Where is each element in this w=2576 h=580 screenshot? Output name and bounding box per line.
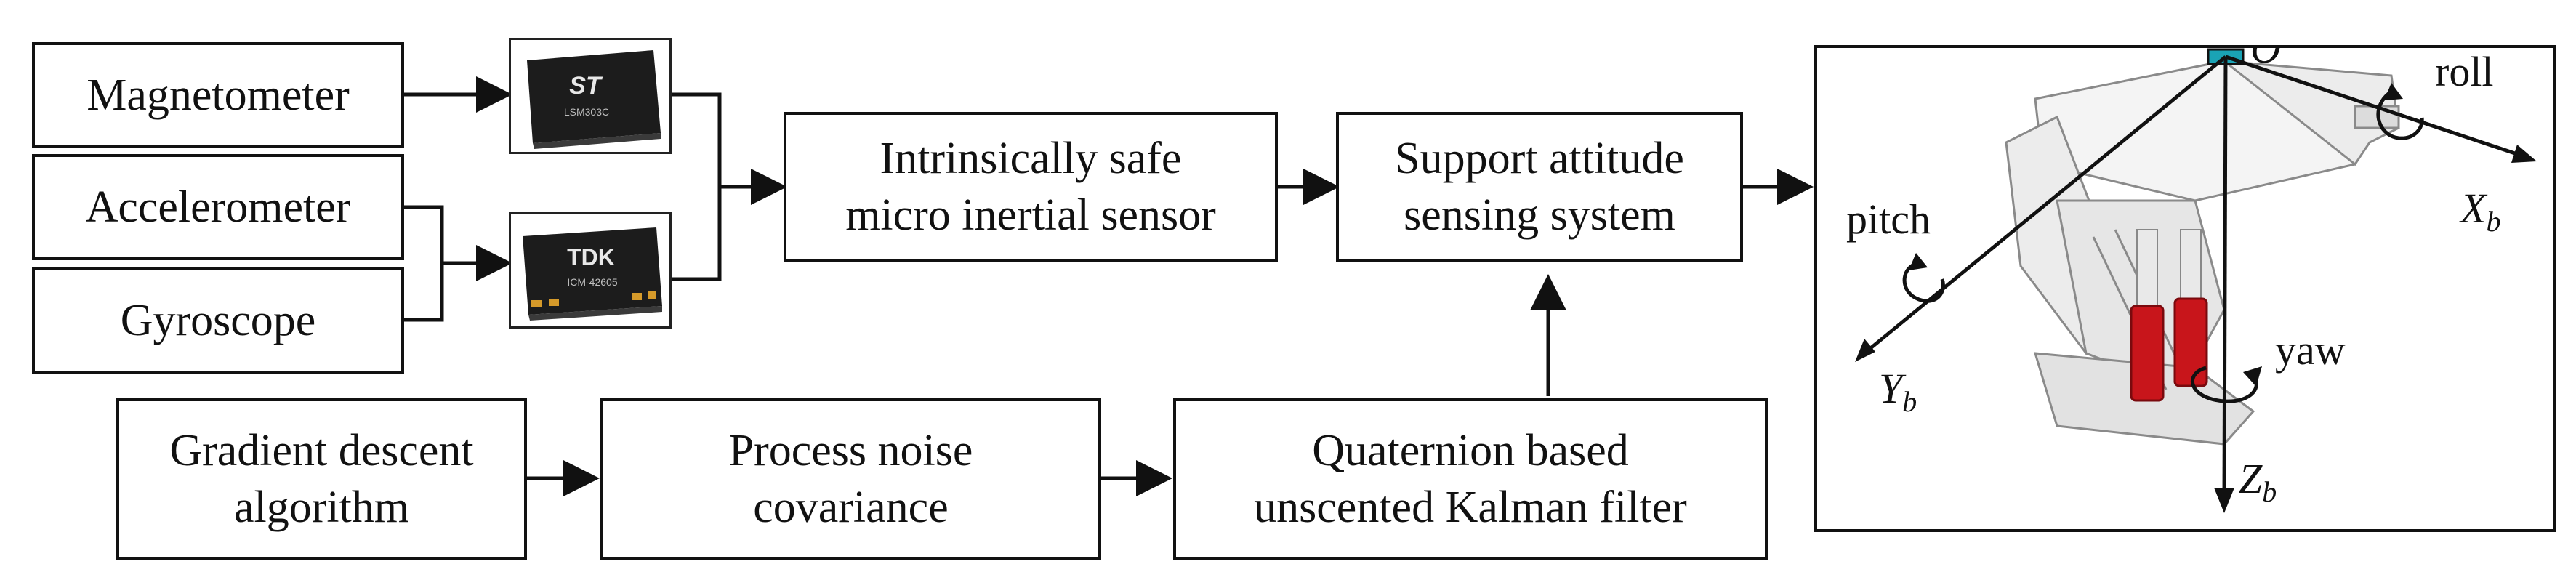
- roll-label: roll: [2435, 48, 2494, 95]
- y-axis-label: Yb: [1879, 365, 1917, 418]
- inertial-sensor-line2: micro inertial sensor: [845, 190, 1216, 240]
- z-axis-arrowhead: [2214, 488, 2234, 513]
- tdk-logo-text: TDK: [567, 244, 615, 270]
- gradient-line2: algorithm: [233, 483, 410, 532]
- gradient-descent-box: Gradient descent algorithm: [116, 398, 527, 560]
- ukf-line1: Quaternion based: [1312, 426, 1629, 475]
- yaw-arc-arrowhead: [2243, 366, 2262, 387]
- support-frame-graphic: O roll pitch yaw Xb: [1846, 25, 2537, 513]
- x-axis-label: Xb: [2459, 185, 2500, 238]
- st-part-text: LSM303C: [564, 106, 609, 118]
- ukf-line2: unscented Kalman filter: [1254, 483, 1687, 532]
- magnetometer-label: Magnetometer: [86, 71, 350, 120]
- st-chip-image: ST LSM303C: [509, 38, 672, 154]
- inertial-sensor-line1: Intrinsically safe: [880, 134, 1182, 183]
- accelerometer-label: Accelerometer: [85, 182, 351, 232]
- noise-line2: covariance: [753, 483, 949, 532]
- inertial-sensor-box: Intrinsically safe micro inertial sensor: [784, 112, 1278, 262]
- y-axis-line: [1863, 55, 2227, 355]
- attitude-system-box: Support attitude sensing system: [1336, 112, 1743, 262]
- connector-accel-gyro-merge: [403, 205, 444, 322]
- x-axis-arrowhead: [2511, 145, 2537, 163]
- pitch-label: pitch: [1846, 196, 1931, 243]
- support-frame-panel: O roll pitch yaw Xb: [1814, 25, 2556, 532]
- gradient-line1: Gradient descent: [169, 426, 474, 475]
- tdk-chip-image: TDK ICM-42605: [509, 212, 672, 329]
- y-axis-arrowhead: [1855, 339, 1875, 362]
- x-axis-line: [2225, 55, 2527, 159]
- accelerometer-box: Accelerometer: [32, 154, 404, 260]
- yaw-label: yaw: [2275, 326, 2346, 374]
- process-noise-box: Process noise covariance: [600, 398, 1101, 560]
- gyroscope-label: Gyroscope: [120, 296, 316, 345]
- st-chip-graphic: ST LSM303C: [527, 50, 661, 149]
- roll-rotation-arc: [2376, 89, 2424, 140]
- magnetometer-box: Magnetometer: [32, 42, 404, 148]
- z-axis-label: Zb: [2239, 455, 2277, 508]
- pitch-rotation-arc: [1902, 261, 1945, 303]
- gyroscope-box: Gyroscope: [32, 267, 404, 374]
- quaternion-ukf-box: Quaternion based unscented Kalman filter: [1173, 398, 1768, 560]
- z-axis-line: [2222, 56, 2228, 499]
- noise-line1: Process noise: [728, 426, 973, 475]
- st-logo-text: ST: [569, 72, 603, 100]
- attitude-system-line2: sensing system: [1404, 190, 1675, 240]
- tdk-chip-graphic: TDK ICM-42605: [523, 227, 662, 321]
- roll-arc-arrowhead: [2384, 83, 2403, 100]
- tdk-part-text: ICM-42605: [567, 276, 617, 288]
- hydraulic-cylinders: [2130, 229, 2208, 402]
- connector-chips-merge: [672, 92, 722, 281]
- attitude-system-line1: Support attitude: [1395, 134, 1684, 183]
- pitch-arc-arrowhead: [1909, 253, 1928, 270]
